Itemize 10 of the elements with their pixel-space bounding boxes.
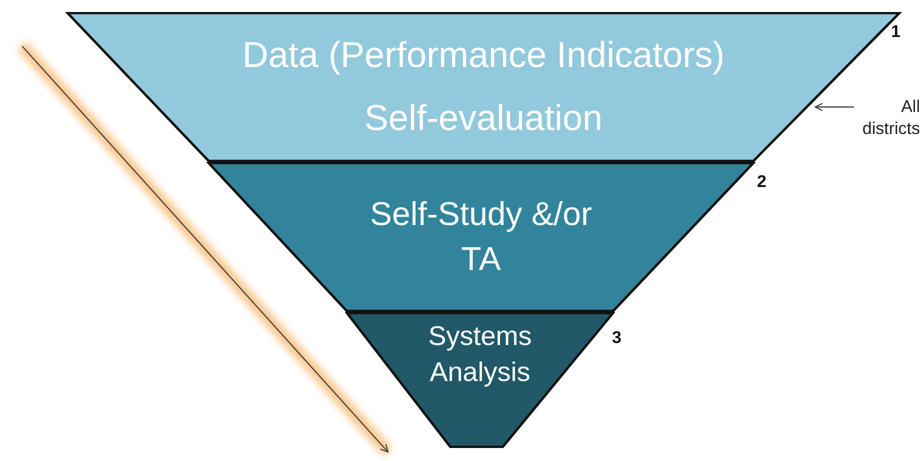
- band-text: Self-evaluation: [364, 96, 603, 140]
- pyramid-band: [205, 162, 757, 312]
- band-text: Data (Performance Indicators): [242, 33, 725, 78]
- band-text: Systems Analysis: [427, 320, 533, 390]
- step-number: 3: [612, 328, 622, 348]
- step-number: 1: [891, 22, 900, 42]
- arrow: [814, 102, 854, 112]
- step-number: 2: [757, 172, 766, 192]
- callout-text: All districts: [858, 96, 920, 140]
- band-text: Self-Study &/or TA: [369, 194, 593, 279]
